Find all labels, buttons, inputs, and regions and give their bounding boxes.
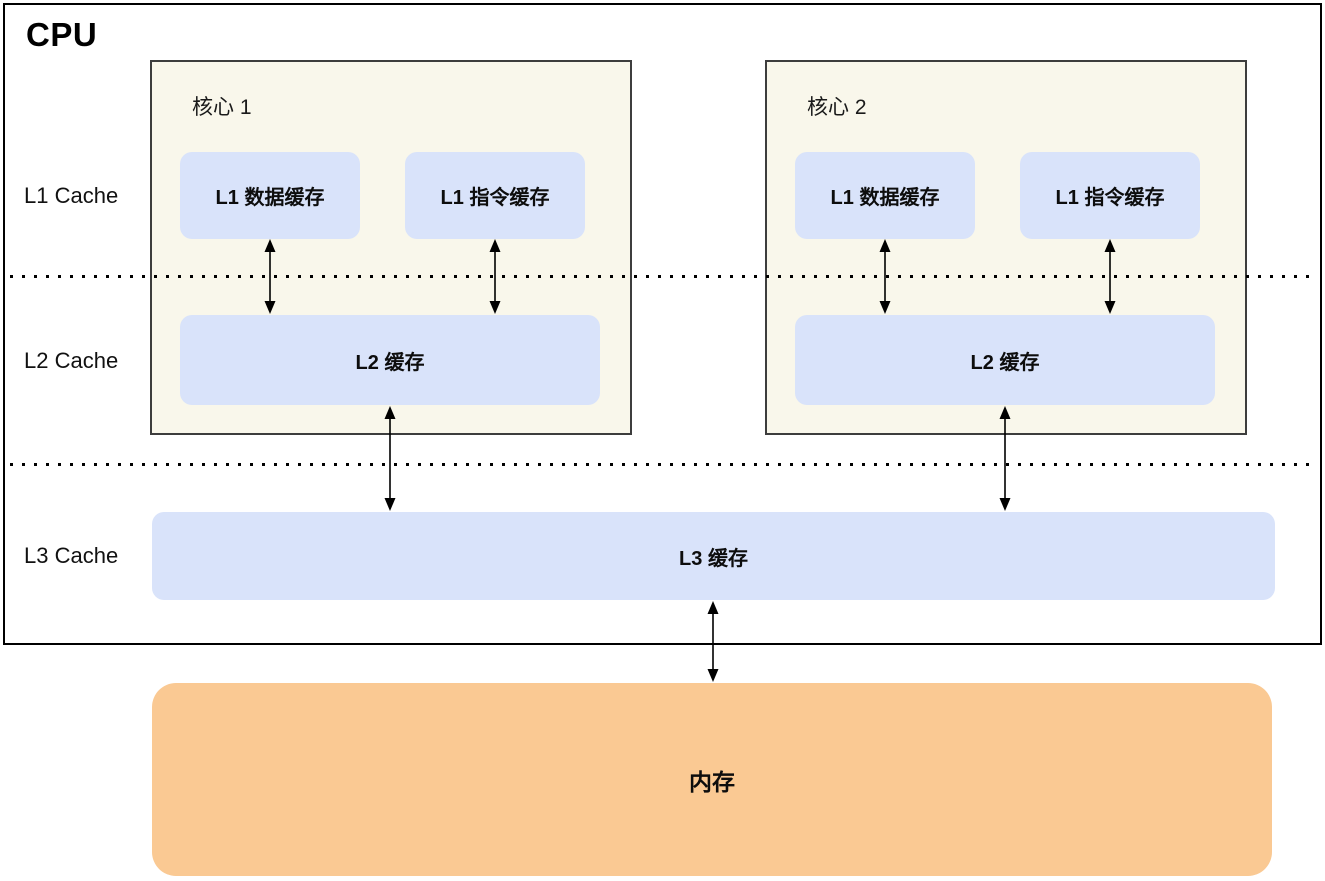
l1-l2-dotted-separator <box>10 275 1315 278</box>
core2-label: 核心 2 <box>807 96 867 119</box>
core2-l2-cache-node: L2 缓存 <box>795 315 1215 405</box>
arrow-l3-memory <box>707 601 719 682</box>
core2-l1-instruction-cache-node: L1 指令缓存 <box>1020 152 1200 239</box>
core2-l1-data-cache-node: L1 数据缓存 <box>795 152 975 239</box>
memory-node: 内存 <box>152 683 1272 876</box>
arrow-core1-l1data-l2 <box>264 239 276 314</box>
arrow-core2-l1inst-l2 <box>1104 239 1116 314</box>
row-label-l1-cache: L1 Cache <box>24 183 119 208</box>
l3-cache-node: L3 缓存 <box>152 512 1275 600</box>
arrow-core1-l2-l3 <box>384 406 396 511</box>
row-label-l2-cache: L2 Cache <box>24 348 119 373</box>
arrow-core2-l2-l3 <box>999 406 1011 511</box>
l2-l3-dotted-separator <box>10 463 1315 466</box>
core1-l2-cache-node: L2 缓存 <box>180 315 600 405</box>
cpu-package-box <box>3 3 1322 645</box>
core1-label: 核心 1 <box>192 96 252 119</box>
cpu-title: CPU <box>26 16 98 53</box>
row-label-l3-cache: L3 Cache <box>24 543 119 568</box>
arrow-core2-l1data-l2 <box>879 239 891 314</box>
core1-l1-data-cache-node: L1 数据缓存 <box>180 152 360 239</box>
arrow-core1-l1inst-l2 <box>489 239 501 314</box>
core1-l1-instruction-cache-node: L1 指令缓存 <box>405 152 585 239</box>
